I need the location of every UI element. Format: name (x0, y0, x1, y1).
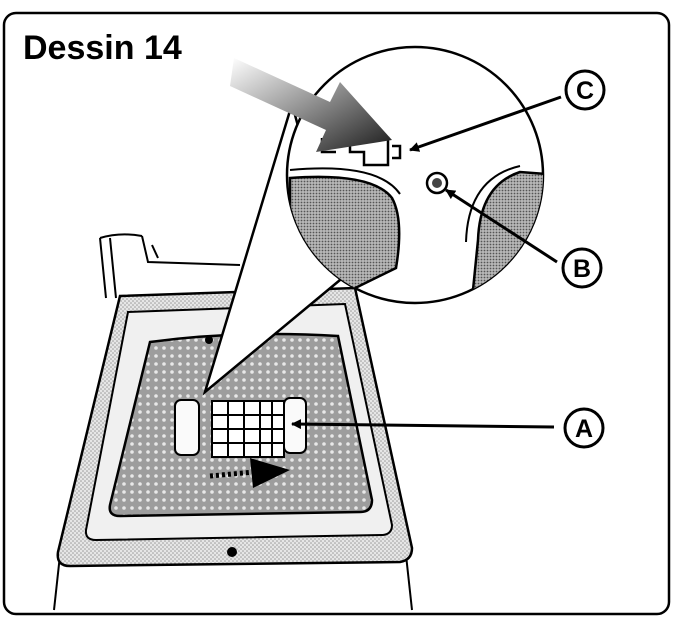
figure-title: Dessin 14 (23, 29, 182, 67)
drum-hatch-left (174, 399, 200, 456)
indicator-arrow-icon (230, 58, 392, 152)
washing-machine (53, 233, 414, 611)
slide-direction-icon (209, 458, 290, 488)
callout-c: C (564, 69, 606, 111)
callout-c-label: C (576, 77, 594, 105)
callout-leaders (291, 95, 562, 430)
callout-a-label: A (575, 415, 593, 443)
drum-hole (205, 336, 213, 344)
filter-grid (211, 400, 285, 458)
callout-b-label: B (573, 255, 591, 283)
callout-b: B (561, 247, 603, 289)
callout-a: A (563, 407, 605, 449)
machine-lid (99, 233, 241, 299)
front-hole (227, 547, 237, 557)
